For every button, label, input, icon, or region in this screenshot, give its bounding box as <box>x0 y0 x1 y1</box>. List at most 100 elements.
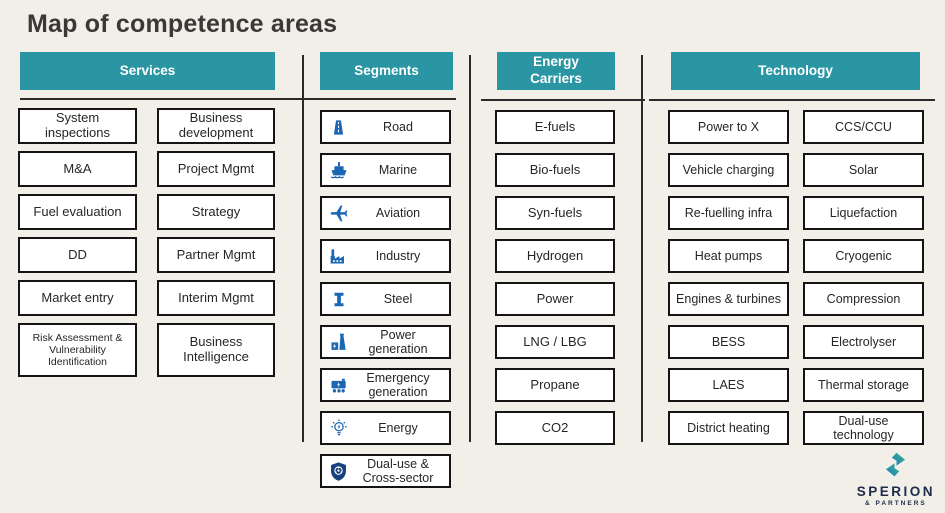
segment-item: Aviation <box>320 196 451 230</box>
box-label: Bio-fuels <box>529 161 581 177</box>
header-underline <box>649 99 935 101</box>
column-divider <box>302 55 304 442</box>
box-label: LAES <box>712 377 745 392</box>
technology-item: CCS/CCU <box>803 110 924 144</box>
box-label: Electrolyser <box>830 334 897 349</box>
technology-item: Cryogenic <box>803 239 924 273</box>
energy-carrier-item: Propane <box>495 368 615 402</box>
box-label: District heating <box>687 420 770 435</box>
services-item: Strategy <box>157 194 275 230</box>
technology-item: Vehicle charging <box>668 153 789 187</box>
ship-icon <box>325 160 352 180</box>
header-energy-carriers: Energy Carriers <box>497 52 615 90</box>
segment-label: Aviation <box>375 206 421 220</box>
energy-carrier-item: Hydrogen <box>495 239 615 273</box>
plane-icon <box>325 203 352 223</box>
box-label: Dual-use technology <box>833 413 894 442</box>
services-item: Partner Mgmt <box>157 237 275 273</box>
segment-item: Emergency generation <box>320 368 451 402</box>
technology-item: Dual-use technology <box>803 411 924 445</box>
segment-label: Power generation <box>368 328 428 356</box>
generator-icon <box>325 375 352 395</box>
energy-carrier-item: Bio-fuels <box>495 153 615 187</box>
company-logo: SPERION & PARTNERS <box>857 451 935 507</box>
box-label: Thermal storage <box>817 377 909 392</box>
box-label: Heat pumps <box>694 248 763 263</box>
box-label: M&A <box>63 160 92 176</box>
services-item: Business development <box>157 108 275 144</box>
services-item: Market entry <box>18 280 137 316</box>
box-label: System inspections <box>44 110 111 140</box>
box-label: BESS <box>711 334 746 349</box>
segment-label: Energy <box>378 421 418 435</box>
box-label: Strategy <box>191 203 241 219</box>
sperion-logo-icon <box>882 451 909 483</box>
segment-item: Steel <box>320 282 451 316</box>
box-label: Interim Mgmt <box>178 289 254 305</box>
services-item: Business Intelligence <box>157 323 275 377</box>
shield-icon <box>325 461 352 482</box>
technology-item: Engines & turbines <box>668 282 789 316</box>
header-underline <box>301 98 456 100</box>
segment-item: Road <box>320 110 451 144</box>
services-item: Project Mgmt <box>157 151 275 187</box>
segment-label: Steel <box>383 292 413 306</box>
power-plant-icon <box>325 332 352 352</box>
box-label: LNG / LBG <box>523 333 587 349</box>
energy-carrier-item: LNG / LBG <box>495 325 615 359</box>
logo-name: SPERION <box>856 484 935 499</box>
steel-beam-icon <box>325 290 352 309</box>
page-title: Map of competence areas <box>27 10 338 38</box>
box-label: Partner Mgmt <box>176 246 256 262</box>
header-underline <box>20 98 308 100</box>
technology-item: Re-fuelling infra <box>668 196 789 230</box>
box-label: Propane <box>530 376 580 392</box>
factory-icon <box>325 246 352 266</box>
box-label: Liquefaction <box>829 205 898 220</box>
technology-item: Solar <box>803 153 924 187</box>
box-label: Engines & turbines <box>676 291 781 306</box>
segment-item: Power generation <box>320 325 451 359</box>
technology-item: Compression <box>803 282 924 316</box>
energy-carrier-item: Syn-fuels <box>495 196 615 230</box>
column-divider <box>641 55 643 442</box>
energy-carrier-item: CO2 <box>495 411 615 445</box>
column-divider <box>469 55 471 442</box>
segment-label: Dual-use & Cross-sector <box>362 457 434 485</box>
segment-item: Energy <box>320 411 451 445</box>
technology-item: Electrolyser <box>803 325 924 359</box>
header-underline <box>481 99 645 101</box>
box-label: Business Intelligence <box>183 334 249 364</box>
logo-subtitle: & PARTNERS <box>864 500 927 507</box>
energy-carrier-item: Power <box>495 282 615 316</box>
box-label: CCS/CCU <box>835 119 892 134</box>
box-label: Project Mgmt <box>177 160 255 176</box>
energy-carrier-item: E-fuels <box>495 110 615 144</box>
box-label: Syn-fuels <box>527 204 583 220</box>
technology-item: Thermal storage <box>803 368 924 402</box>
services-item: Interim Mgmt <box>157 280 275 316</box>
segment-label: Industry <box>375 249 421 263</box>
technology-item: LAES <box>668 368 789 402</box>
box-label: E-fuels <box>534 118 576 134</box>
segment-label: Emergency generation <box>366 371 430 399</box>
box-label: CO2 <box>541 419 569 435</box>
technology-item: Heat pumps <box>668 239 789 273</box>
lightbulb-icon <box>325 418 352 438</box>
box-label: Power to X <box>697 119 760 134</box>
box-label: Vehicle charging <box>682 162 775 177</box>
header-segments: Segments <box>320 52 453 90</box>
box-label: Risk Assessment & Vulnerability Identifi… <box>32 331 123 369</box>
services-item: Fuel evaluation <box>18 194 137 230</box>
box-label: Solar <box>848 162 879 177</box>
header-technology: Technology <box>671 52 920 90</box>
services-item: System inspections <box>18 108 137 144</box>
segment-item: Industry <box>320 239 451 273</box>
technology-item: District heating <box>668 411 789 445</box>
box-label: Power <box>536 290 574 306</box>
